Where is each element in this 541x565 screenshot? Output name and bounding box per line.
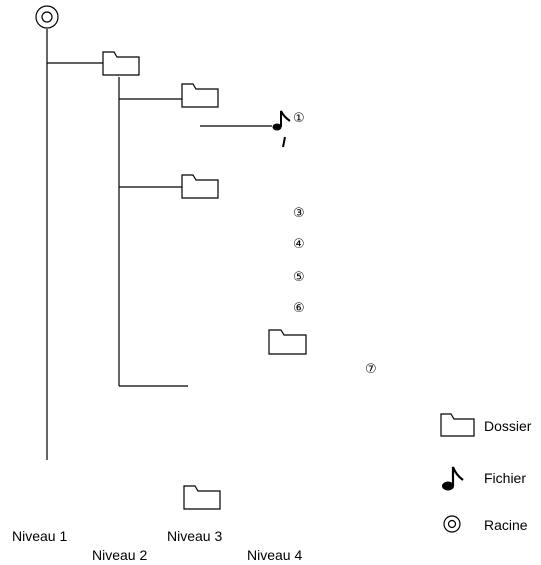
folder-icon: [102, 51, 140, 76]
legend-folder-icon: [440, 413, 475, 437]
legend-folder-label: Dossier: [484, 418, 532, 434]
file-number-5: ⑤: [293, 270, 305, 285]
file-number-1: ①: [293, 111, 305, 126]
folder-icon: [183, 485, 221, 510]
file-number-7: ⑦: [365, 362, 377, 377]
folder-icon: [181, 83, 219, 108]
level-label-2: Niveau 2: [92, 547, 148, 563]
file-number-4: ④: [293, 237, 305, 252]
file-number-6: ⑥: [293, 301, 305, 316]
folder-icon: [181, 174, 219, 199]
file-number-3: ③: [293, 206, 305, 221]
legend-file-label: Fichier: [484, 470, 527, 486]
music-note-icon: [272, 110, 291, 131]
level-label-3: Niveau 3: [167, 528, 223, 544]
legend-root-label: Racine: [484, 517, 528, 533]
folder-icon: [268, 329, 307, 355]
legend-root-icon: [443, 515, 461, 533]
root-icon: [35, 5, 59, 29]
level-label-4: Niveau 4: [247, 547, 303, 563]
music-note-fragment-icon: [282, 136, 286, 148]
legend-music-note-icon: [442, 466, 464, 491]
level-label-1: Niveau 1: [12, 528, 68, 544]
